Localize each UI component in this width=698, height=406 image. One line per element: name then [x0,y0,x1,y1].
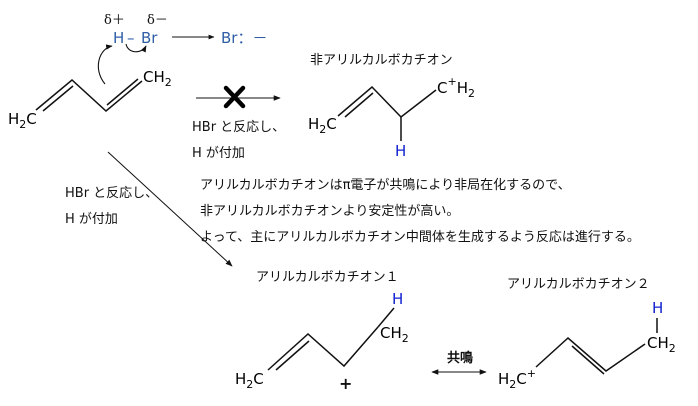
allyl1-skeleton [267,326,379,371]
allyl1-ch2: CH2 [380,324,409,345]
allyl2-added-h: H [652,299,663,317]
allyl1-h2c: H2C [235,370,264,391]
left-reaction-note: HBr と反応し、 H が付加 [65,186,158,227]
explanation-line1: アリルカルボカチオンはπ電子が共鳴により非局在化するので、 [200,178,571,193]
allyl2-h2c-cation: H2C+ [498,367,536,391]
allyl1-c-h-bond [377,307,395,328]
delta-minus-label: δ－ [147,13,168,28]
allyl2-skeleton [535,336,646,372]
butadiene-skeleton [35,79,143,112]
hbr-reagent: δ＋ δ－ H – Br Br：－ [104,13,267,47]
allyl1-added-h: H [392,290,403,308]
non-allyl-h2c: H2C [308,115,337,136]
left-reaction-note-line1: HBr と反応し、 [65,186,158,201]
allyl1-double-bond [275,340,310,371]
top-reaction-note: HBr と反応し、 H が付加 [192,120,285,161]
top-reaction-note-line2: H が付加 [192,146,245,161]
left-reaction-note-line2: H が付加 [65,212,118,227]
resonance-label: 共鳴 [447,350,473,366]
electron-arrow-to-br [125,43,147,53]
allyl2-structure: H2C+ CH2 H [498,299,676,391]
explanation-line3: よって、主にアリルカルボカチオン中間体を生成するよう反応は進行する。 [200,230,640,245]
butadiene-ch2: CH2 [143,68,172,89]
butadiene-structure: H2C CH2 [8,68,172,131]
hbr-br: Br [141,29,158,47]
top-reaction-note-line1: HBr と反応し、 [192,120,285,135]
butadiene-h2c: H2C [8,110,37,131]
allyl1-title: アリルカルボカチオン１ [256,270,399,285]
explanation-text: アリルカルボカチオンはπ電子が共鳴により非局在化するので、 非アリルカルボカチオ… [200,178,640,245]
delta-plus-label: δ＋ [104,13,125,28]
hbr-h: H [113,29,124,47]
allyl2-double-bond [571,345,605,375]
non-allyl-skeleton [337,85,437,119]
hbr-dash: – [127,29,135,47]
allyl2-title: アリルカルボカチオン２ [507,277,650,292]
explanation-line2: 非アリルカルボカチオンより安定性が高い。 [200,203,459,219]
allyl1-cation-charge: + [339,374,352,393]
cross-mark-icon [223,85,246,109]
bromide-ion: Br：－ [221,29,267,47]
non-allyl-added-h: H [395,142,406,160]
allyl2-ch2: CH2 [647,334,676,355]
non-allyl-double-bond [344,92,374,118]
non-allyl-title: 非アリルカルボカチオン [310,53,453,68]
electron-arrow-to-h [97,44,113,85]
non-allyl-structure: H2C C+H2 H [308,75,475,160]
butadiene-double-bond-2 [106,78,139,106]
allyl1-structure: H2C CH2 H + [235,290,409,393]
non-allyl-ch2-cation: C+H2 [437,75,475,100]
butadiene-double-bond-1 [42,85,74,112]
main-reaction-arrow [107,151,233,267]
